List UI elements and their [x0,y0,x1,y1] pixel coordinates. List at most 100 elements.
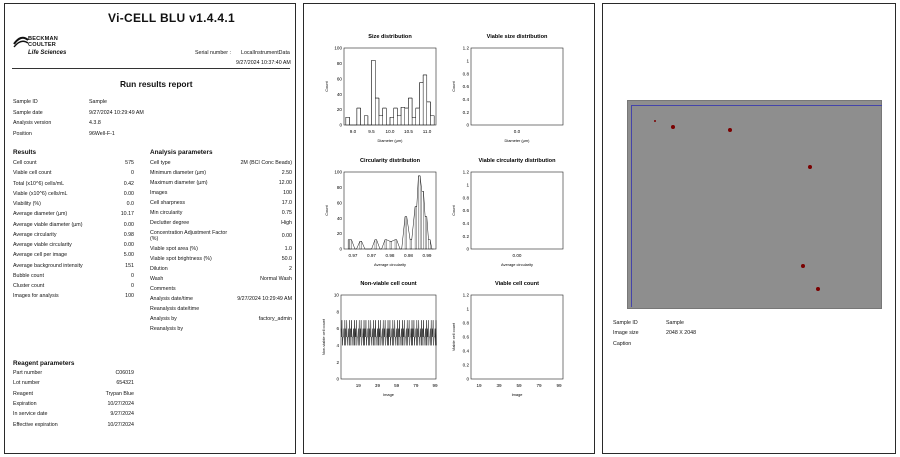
x-tick-label: 59 [394,383,400,388]
y-axis-label: Non-viable cell count [321,318,326,355]
sample-info-value: 9/27/2024 10:29:49 AM [89,109,144,116]
y-tick-label: 40 [337,216,343,221]
chart-6: Viable cell count00.20.40.60.811.2Viable… [451,281,564,397]
plot-frame [470,171,564,250]
logo-text-line1: BECKMAN [28,36,58,42]
x-tick-label: 0.97 [349,253,358,258]
serial-number-label: Serial number : [195,50,231,56]
histogram-bar [414,206,417,250]
y-tick-label: 0.2 [463,110,470,115]
y-tick-label: 1.2 [463,293,470,298]
result-label: Viability (%) [13,201,41,207]
x-tick-label: 39 [496,383,502,388]
result-label: Average background intensity [13,262,83,269]
x-tick-label: 9.5 [368,129,375,134]
histogram-bar [374,239,377,250]
result-value: 0.00 [123,221,134,228]
histogram-bar [404,107,409,126]
result-label: Bubble count [13,272,44,279]
histogram-bar [426,101,431,126]
reagent-value: C06019 [115,370,134,376]
reagent-label: Lot number [13,380,40,387]
analysis-label: Viable spot area (%) [150,245,198,252]
reagent-label: Part number [13,370,43,376]
histogram-bar [404,216,407,250]
x-axis-label: Diameter (µm) [378,138,404,143]
y-tick-label: 10 [334,293,340,298]
analysis-value: 2M (BCI Conc Beads) [240,160,292,166]
histogram-bar [394,239,397,250]
y-tick-label: 0.6 [463,208,470,213]
histogram-bar [421,191,424,250]
histogram-bar [356,107,361,126]
y-tick-label: 1.2 [463,46,470,51]
x-tick-label: 0.0 [514,129,521,134]
x-tick-label: 79 [536,383,542,388]
image-meta-label: Sample ID [613,320,638,326]
histogram-bar [428,239,431,250]
histogram-bar [424,216,427,250]
reagent-label: Effective expiration [13,421,58,428]
plot-frame [340,294,437,380]
x-tick-label: 79 [413,383,419,388]
cell-dot [728,128,732,132]
x-tick-label: 19 [476,383,482,388]
analysis-label: Concentration Adjustment Factor (%) [150,230,228,243]
plot-frame [470,294,564,380]
chart-title: Size distribution [368,34,412,40]
sample-info-value: 96Well-F-1 [89,130,115,137]
y-tick-label: 1 [466,182,469,187]
y-tick-label: 80 [337,61,343,66]
results-heading: Results [13,149,37,156]
y-axis-label: Viable cell count [451,322,456,351]
analysis-value: Normal Wash [260,276,292,282]
analysis-label: Images [150,190,168,197]
histogram-bar [371,60,376,126]
header-divider [12,68,290,69]
reagent-heading: Reagent parameters [13,360,75,367]
result-value: 5.00 [123,252,134,259]
chart-title: Viable circularity distribution [479,158,557,164]
histogram-bar [389,117,394,126]
y-tick-label: 1.2 [463,170,470,175]
y-tick-label: 0.2 [463,363,470,368]
y-tick-label: 4 [336,343,339,348]
y-tick-label: 80 [337,185,343,190]
analysis-label: Dilution [150,265,168,272]
histogram-bar [418,175,421,250]
histogram-bar [378,115,383,126]
analysis-label: Wash [150,276,164,282]
x-tick-label: 9.0 [350,129,357,134]
result-value: 151 [125,262,134,269]
analysis-label: Declutter degree [150,220,190,227]
analysis-label: Cell sharpness [150,200,186,207]
analysis-value: 0.75 [281,210,292,217]
result-value: 0 [131,272,134,279]
analysis-value: factory_admin [258,316,292,323]
histogram-bar [430,115,435,126]
result-label: Cell count [13,160,37,166]
y-tick-label: 0.4 [463,97,470,102]
reagent-value: 10/27/2024 [107,400,134,407]
result-value: 0.98 [123,231,134,238]
y-tick-label: 0.6 [463,335,470,340]
reagent-value: Trypan Blue [105,390,134,397]
x-axis-label: Average circularity [501,262,533,267]
y-axis-label: Count [451,80,456,91]
x-axis-label: Image [512,392,523,397]
analysis-value: 2 [289,265,292,272]
analysis-value: 9/27/2024 10:29:49 AM [237,296,292,303]
analysis-label: Reanalysis date/time [150,306,200,313]
chart-title: Viable size distribution [487,34,548,40]
x-tick-label: 99 [432,383,438,388]
analysis-label: Comments [150,286,176,293]
result-value: 0 [131,170,134,177]
result-value: 10.17 [120,211,134,218]
histogram-outline [345,60,435,126]
reagent-label: Reagent [13,390,34,397]
result-value: 0.42 [123,180,134,187]
chart-title: Non-viable cell count [360,281,416,287]
report-page: Vi-CELL BLU v1.4.4.1 BECKMAN COULTER Lif… [4,3,296,454]
